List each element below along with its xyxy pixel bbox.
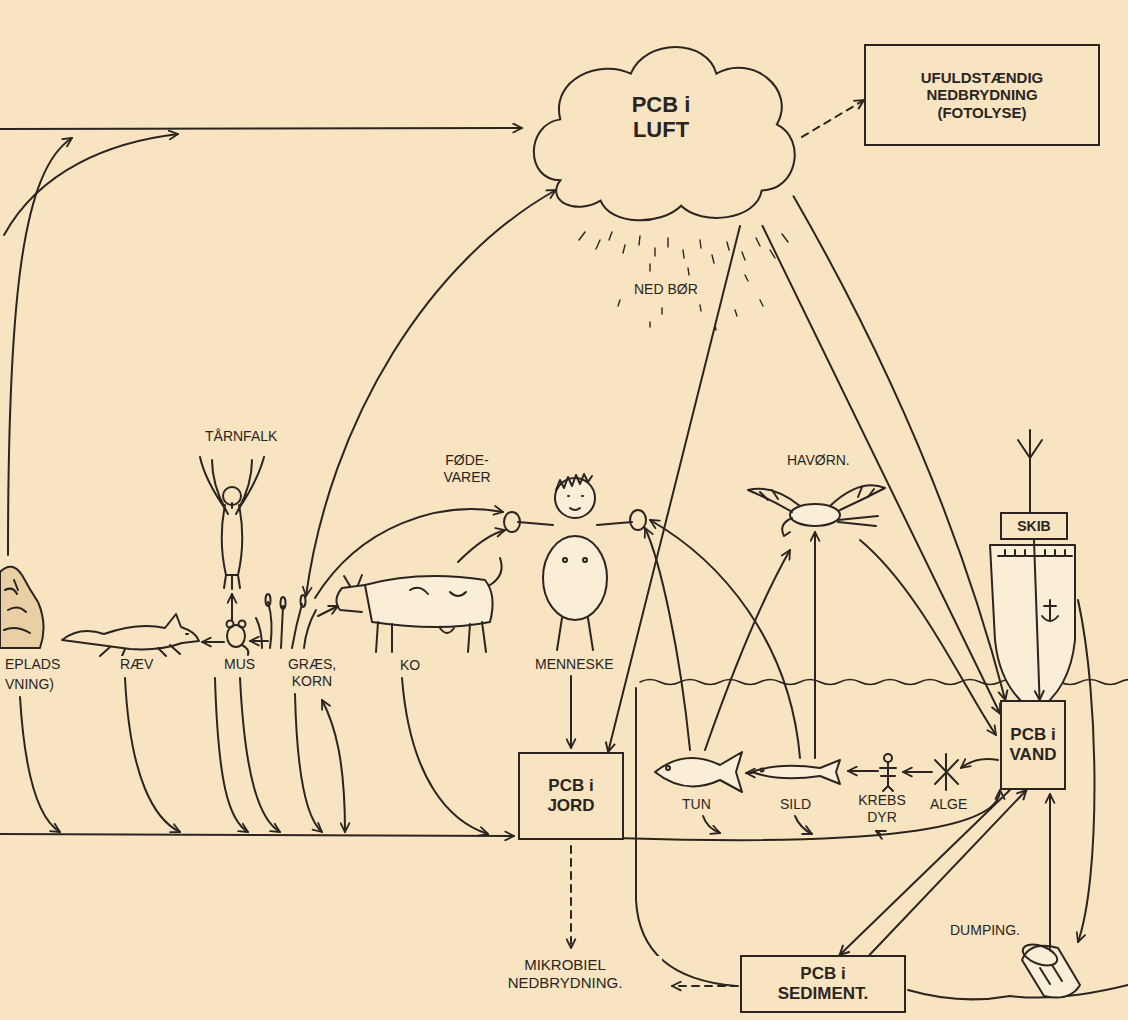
rain [579, 232, 788, 330]
sea-food-chain-arrows [645, 520, 998, 834]
rain-label: NED BØR [632, 281, 700, 298]
cloud-shape [534, 47, 795, 220]
animal-label: HAVØRN. [785, 452, 852, 469]
cloud-grass-arrow [306, 190, 556, 596]
place-label: VNING) [3, 676, 56, 693]
place-label: EPLADS [3, 656, 62, 673]
compartment-box: PCB i SEDIMENT. [740, 955, 906, 1013]
flow-arrow [1034, 540, 1040, 700]
dashed-arrow [802, 100, 864, 137]
fox [62, 614, 199, 656]
human [504, 474, 646, 650]
food-label: FØDE- VARER [436, 452, 498, 486]
cow [336, 558, 501, 652]
compartment-box: PCB i VAND [1000, 700, 1066, 790]
process-label: MIKROBIEL NEDBRYDNING. [468, 956, 662, 992]
animal-label: TÅRNFALK [203, 428, 279, 445]
ground-runoff-arrows [0, 676, 571, 836]
animal-label: KO [398, 657, 422, 674]
animal-label: TUN [680, 796, 713, 813]
node-text: UFULDSTÆNDIG NEDBRYDNING (FOTOLYSE) [902, 69, 1062, 121]
flow-arrow [624, 790, 1000, 840]
plant-label: ALGE [928, 796, 969, 813]
plant-label: GRÆS, KORN [284, 656, 340, 690]
food-chain-land-arrows [202, 509, 505, 642]
alga [935, 754, 958, 790]
node-text: PCB i JORD [547, 776, 594, 815]
flow-arrow [763, 226, 1001, 714]
grass [256, 594, 316, 648]
node-text: SKIB [1017, 518, 1050, 534]
soil-grass-arrow [322, 700, 345, 832]
human-label: MENNESKE [533, 656, 616, 673]
process-label: DUMPING. [948, 922, 1022, 939]
node-text: PCB i VAND [1010, 725, 1057, 764]
flow-arrow [608, 226, 740, 752]
fish [655, 752, 840, 792]
node-text: PCB i LUFT [614, 92, 709, 143]
animal-label: MUS [222, 656, 257, 673]
animal-label: RÆV [118, 656, 155, 673]
node-text: PCB i SEDIMENT. [758, 964, 888, 1003]
animal-label: SILD [778, 796, 813, 813]
process-box: UFULDSTÆNDIG NEDBRYDNING (FOTOLYSE) [864, 44, 1100, 146]
ship [990, 430, 1075, 712]
air-cloud: PCB i LUFT [520, 28, 802, 226]
flow-arrow [794, 196, 1006, 700]
animal-label: KREBS DYR [854, 792, 910, 826]
mouse [227, 621, 249, 656]
ship-sign: SKIB [1000, 512, 1068, 540]
kestrel [200, 457, 264, 589]
sea-eagle [748, 485, 885, 536]
compartment-box: PCB i JORD [518, 752, 624, 840]
landfill [0, 567, 44, 648]
incoming-air-arrows [0, 128, 522, 555]
crustacean [880, 754, 896, 791]
